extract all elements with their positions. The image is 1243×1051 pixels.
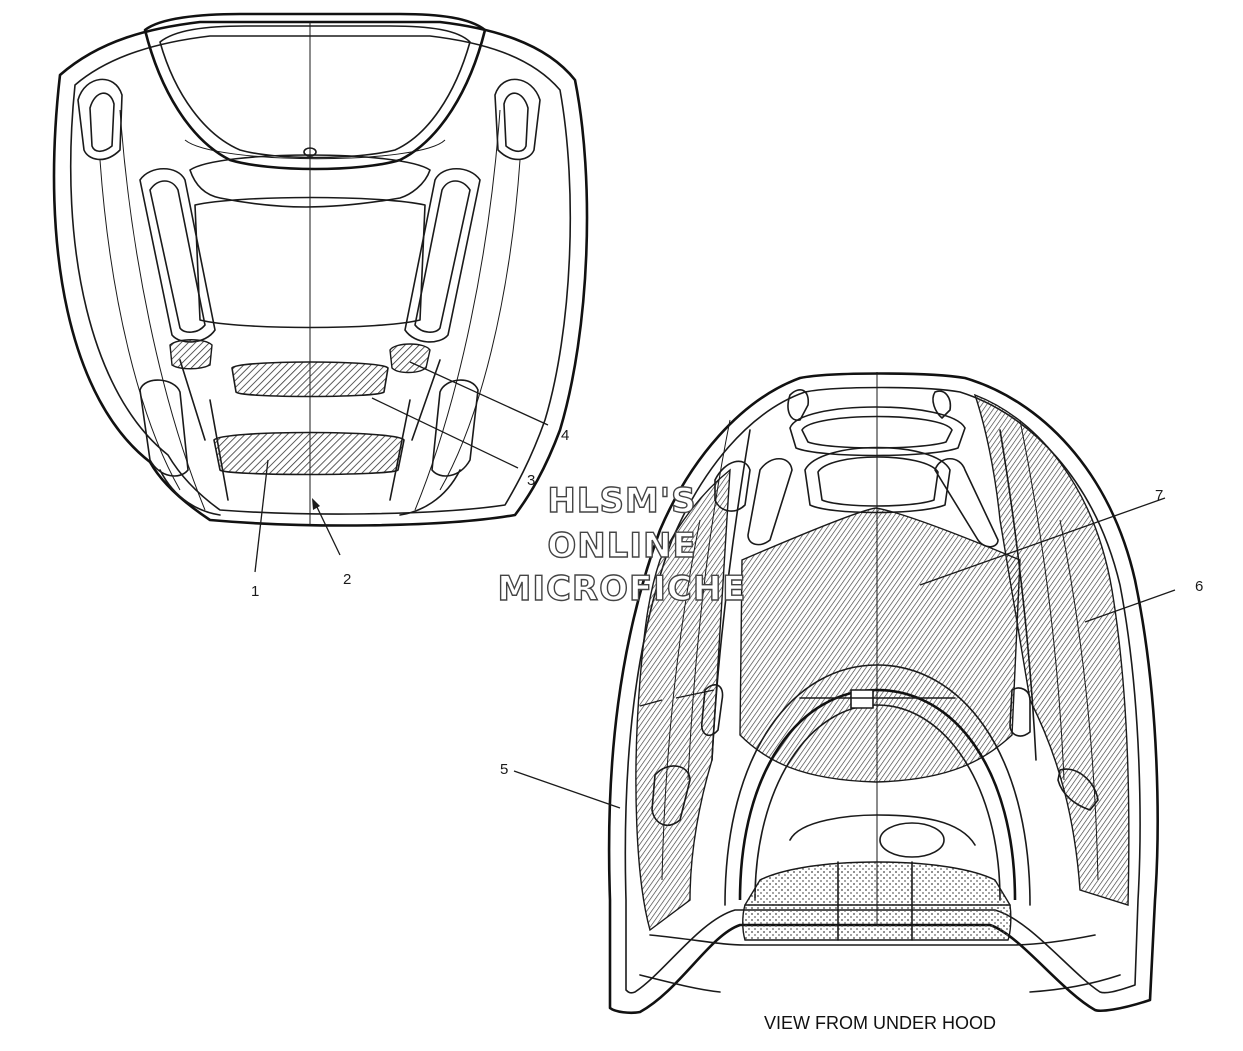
callout-6: 6 (1195, 578, 1203, 595)
callout-1: 1 (251, 583, 259, 600)
callout-5: 5 (500, 761, 508, 778)
hood-under-view (607, 372, 1159, 1015)
watermark-line-1: HLSM'S (547, 481, 696, 521)
callout-labels: 1 2 3 4 5 6 7 (251, 427, 1203, 778)
watermark-line-3: MICROFICHE (497, 569, 746, 609)
view-caption: VIEW FROM UNDER HOOD (764, 1013, 996, 1033)
watermark: HLSM'S ONLINE MICROFICHE (497, 480, 746, 609)
callout-3: 3 (527, 472, 535, 489)
callout-2: 2 (343, 571, 351, 588)
under-view-leaders (513, 497, 1176, 809)
hood-top-view (52, 12, 589, 527)
watermark-line-2: ONLINE (547, 526, 696, 566)
callout-7: 7 (1155, 487, 1163, 504)
top-view-leaders (254, 361, 549, 573)
callout-4: 4 (561, 427, 569, 444)
